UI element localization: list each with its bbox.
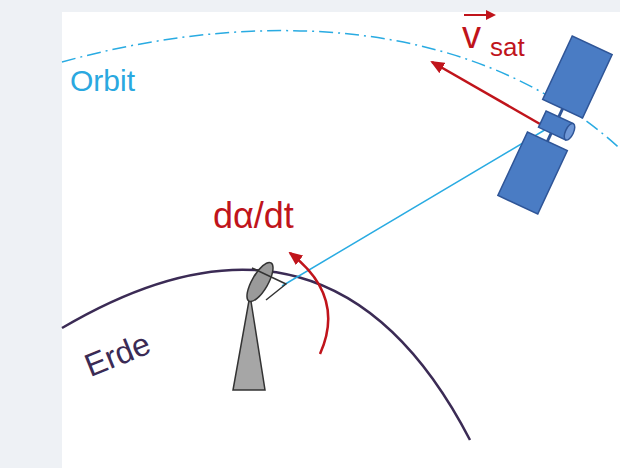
- rotation-arrow: [290, 253, 328, 354]
- satellite-symbol: [498, 36, 612, 214]
- velocity-symbol: v: [462, 16, 481, 54]
- velocity-arrow: [432, 62, 540, 124]
- background-panel: [62, 12, 620, 468]
- earth-surface: [62, 270, 470, 440]
- line-of-sight: [282, 128, 548, 286]
- velocity-subscript: sat: [490, 34, 525, 60]
- orbit-label: Orbit: [70, 66, 135, 96]
- rate-label: dα/dt: [213, 198, 294, 234]
- antenna-symbol: [233, 259, 286, 390]
